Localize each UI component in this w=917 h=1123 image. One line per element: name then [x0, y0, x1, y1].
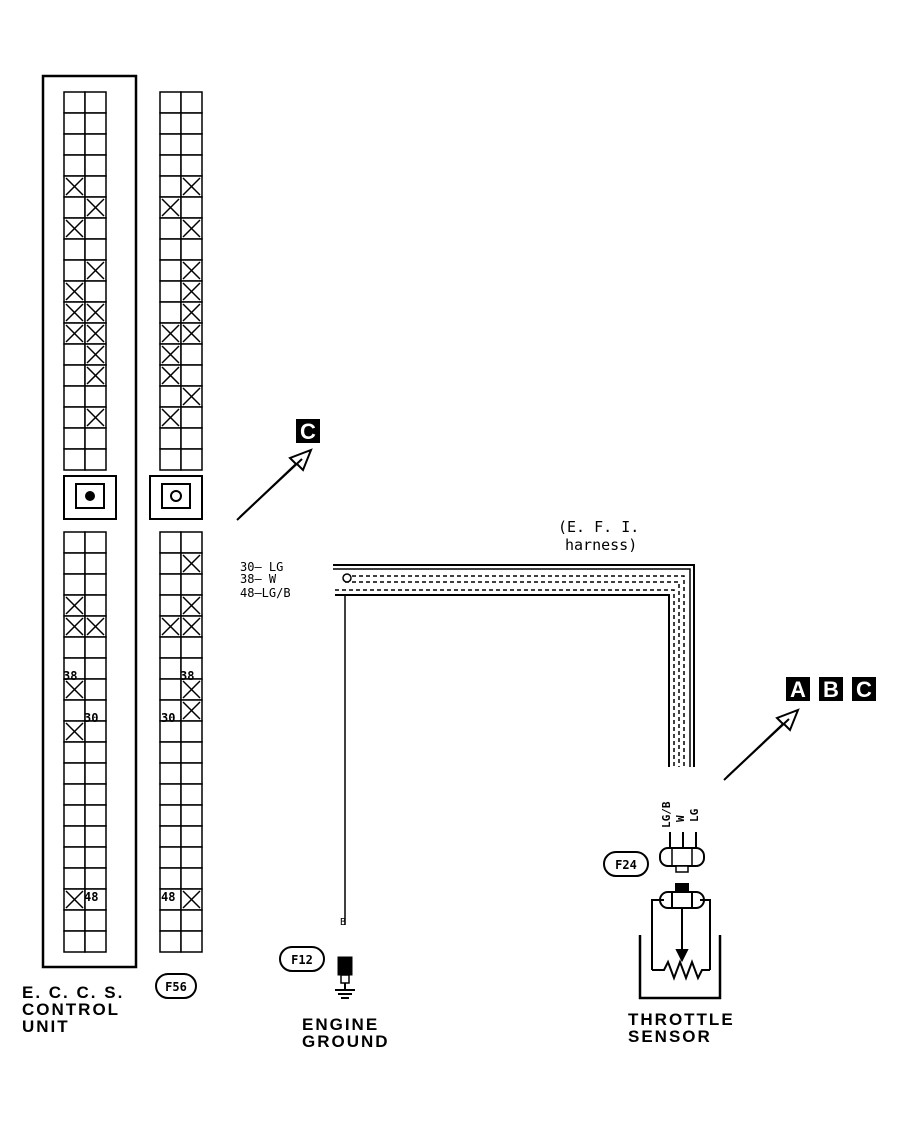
- harness-label-line1: (E. F. I.: [558, 518, 639, 536]
- f12-connector-id: F12: [291, 953, 313, 967]
- f56-pin-label-48: 48: [161, 890, 175, 904]
- sensor-label-line1: THROTTLE: [628, 1010, 735, 1029]
- wire-label-30: 30— LG: [240, 560, 283, 574]
- ref-badge-b: [819, 677, 843, 701]
- ecu-outline: [41, 74, 138, 969]
- ecu-title-line1: E. C. C. S.: [22, 983, 124, 1002]
- ground-symbol-icon: [335, 983, 355, 999]
- f24-connector-id: F24: [615, 858, 637, 872]
- f56-pin-grid: [159, 91, 203, 953]
- ground-connector-body: [337, 956, 353, 976]
- sensor-wire-label-w: W: [674, 815, 687, 822]
- f24-connector-tag: [603, 851, 649, 877]
- f56-pin-label-38: 38: [180, 669, 194, 683]
- ref-badge-b-text: B: [823, 677, 839, 702]
- ref-badge-a-text: A: [790, 677, 806, 702]
- f12-connector-tag: [279, 946, 325, 972]
- ground-label-line2: GROUND: [302, 1032, 390, 1051]
- sensor-label-line2: SENSOR: [628, 1027, 712, 1046]
- latch-dot-icon: [85, 491, 95, 501]
- f56-connector-tag: [155, 973, 197, 999]
- ecu-pin-label-48: 48: [84, 890, 98, 904]
- ecu-title-line2: CONTROL: [22, 1000, 120, 1019]
- wire-label-38: 38— W: [240, 572, 277, 586]
- ref-badge-c-top-text: C: [300, 419, 316, 444]
- ground-wire-color: B: [340, 917, 346, 928]
- f56-pin-label-30: 30: [161, 711, 175, 725]
- f56-connector-latch: [149, 475, 203, 520]
- ecu-pin-label-38: 38: [63, 669, 77, 683]
- ref-badge-c-top: [296, 419, 320, 443]
- throttle-sensor-icon: [638, 883, 722, 1000]
- latch-ring-icon: [170, 490, 182, 502]
- ref-badge-c-text: C: [856, 677, 872, 702]
- sensor-wire-label-lg: LG: [688, 808, 701, 822]
- f56-connector-id: F56: [165, 980, 187, 994]
- wire-label-48: 48—LG/B: [240, 586, 291, 600]
- f24-connector-body: [659, 847, 705, 867]
- ecu-title-line3: UNIT: [22, 1017, 70, 1036]
- ecu-pin-label-30: 30: [84, 711, 98, 725]
- sensor-wire-label-lgb: LG/B: [660, 801, 673, 828]
- harness-label-line2: harness): [565, 536, 637, 554]
- ref-badge-a: [786, 677, 810, 701]
- efi-harness-wires: [333, 564, 695, 767]
- ref-badge-c: [852, 677, 876, 701]
- ecu-pin-grid: [63, 91, 107, 953]
- ground-label-line1: ENGINE: [302, 1015, 379, 1034]
- splice-icon: [342, 573, 352, 583]
